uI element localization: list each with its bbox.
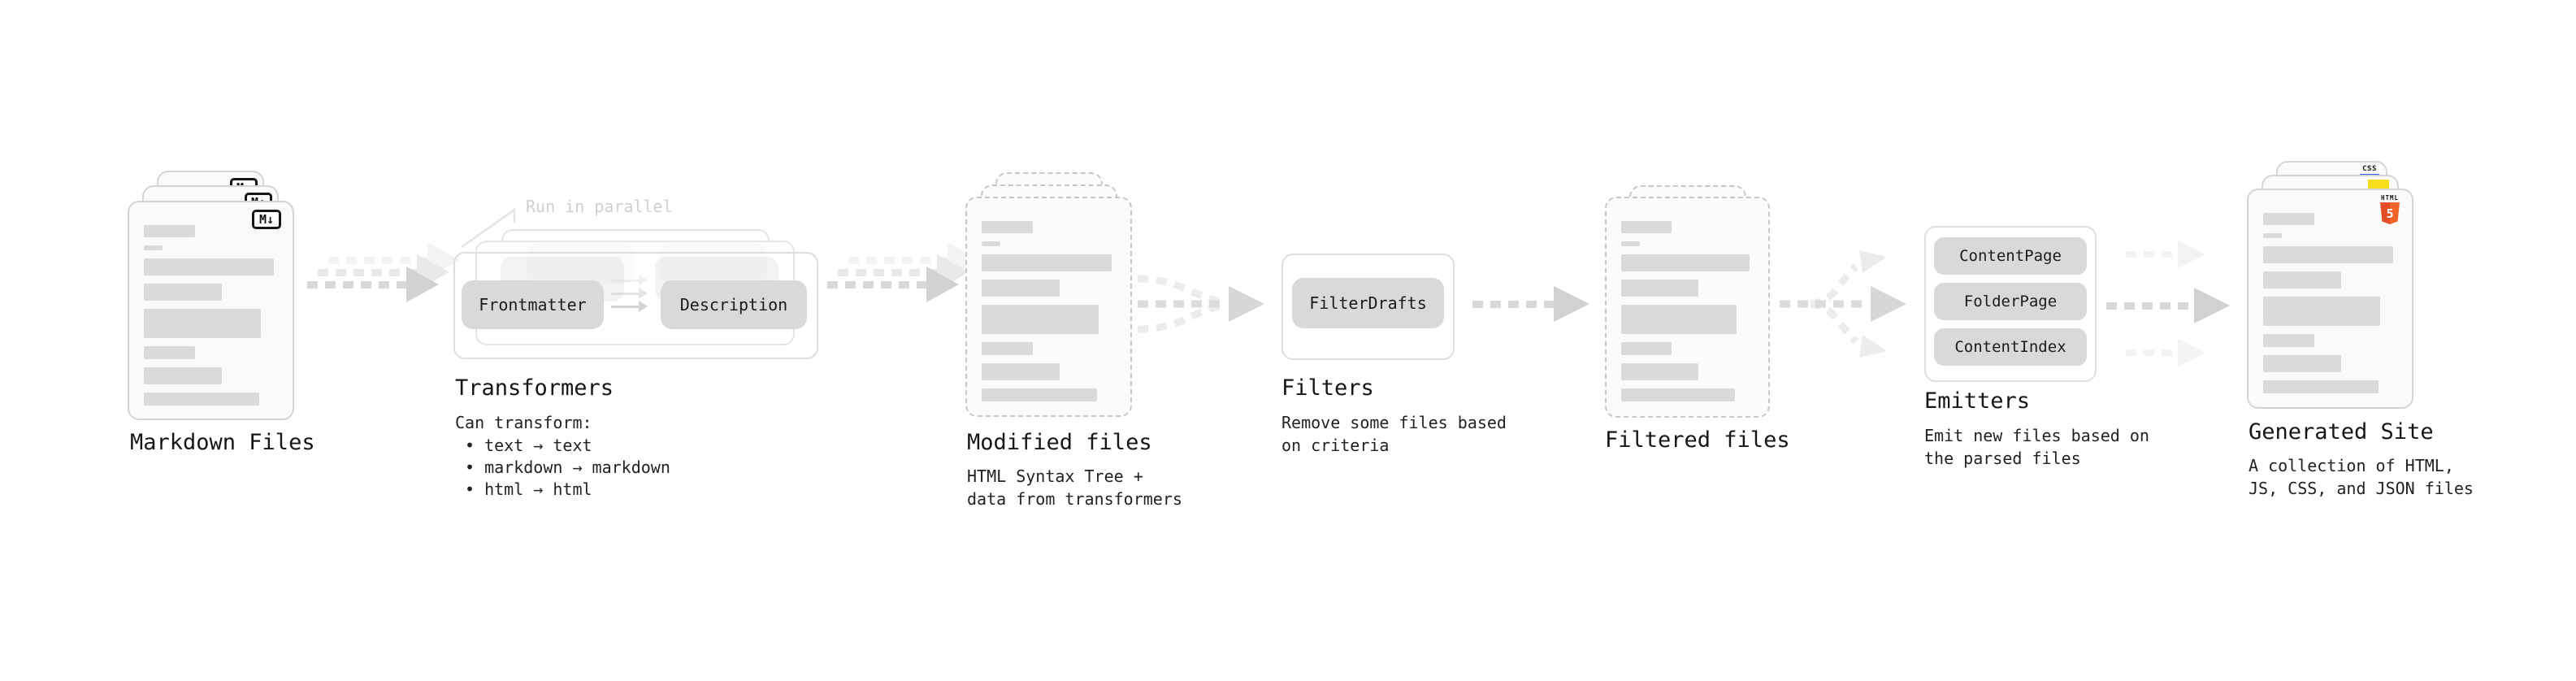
arrow-filters-to-filtered xyxy=(1472,286,1589,322)
content-bar xyxy=(982,241,1001,246)
content-bar xyxy=(1621,221,1672,233)
generated-sheet-html: HTML 5 xyxy=(2247,189,2413,409)
transformers-bullet: • html → html xyxy=(465,479,592,499)
content-bar xyxy=(1621,305,1737,334)
filters-desc: Remove some files based on criteria xyxy=(1281,413,1507,455)
content-bar xyxy=(2263,213,2314,225)
transformers-box-front xyxy=(453,252,818,359)
content-bar xyxy=(1621,388,1736,401)
transformers-bullet: • markdown → markdown xyxy=(465,458,670,477)
content-bar xyxy=(982,363,1060,380)
content-bar xyxy=(982,254,1112,271)
pill-arrow-icon xyxy=(611,275,648,286)
content-bar xyxy=(2263,297,2380,326)
frontmatter-pill: Frontmatter xyxy=(462,280,604,329)
run-in-parallel-note: Run in parallel xyxy=(526,197,673,216)
markdown-icon: M↓ xyxy=(252,210,281,229)
emitters-title: Emitters xyxy=(1924,388,2031,414)
html5-shield: 5 xyxy=(2380,202,2400,224)
content-bar xyxy=(144,393,259,406)
content-bar xyxy=(1621,342,1672,355)
html5-number: 5 xyxy=(2386,206,2394,221)
modified-files-desc: HTML Syntax Tree + data from transformer… xyxy=(967,466,1182,509)
html5-icon: HTML 5 xyxy=(2380,195,2400,224)
content-bar xyxy=(2263,233,2283,238)
content-bar xyxy=(144,367,222,384)
content-bar xyxy=(1621,241,1640,246)
pill-arrow-icon xyxy=(611,288,648,299)
css-badge-text: CSS xyxy=(2362,165,2377,173)
content-bar xyxy=(144,258,275,275)
content-bar xyxy=(2263,246,2394,263)
content-bar xyxy=(2263,334,2314,347)
filterdrafts-pill: FilterDrafts xyxy=(1292,278,1444,328)
transformers-bullet: • text → text xyxy=(465,436,592,455)
content-bar xyxy=(982,280,1060,297)
document-content-placeholder xyxy=(144,225,278,406)
filters-title: Filters xyxy=(1281,375,1374,401)
document-content-placeholder xyxy=(2263,213,2397,393)
content-bar xyxy=(1621,280,1698,297)
description-pill-ghost xyxy=(660,243,767,284)
run-in-parallel-leader-line xyxy=(461,207,516,249)
document-content-placeholder xyxy=(1621,221,1754,401)
content-bar xyxy=(144,225,195,237)
content-bar xyxy=(144,346,195,359)
contentpage-pill: ContentPage xyxy=(1934,237,2087,275)
filtered-file-sheet-front xyxy=(1605,197,1770,418)
emitters-desc: Emit new files based on the parsed files xyxy=(1924,426,2149,468)
content-bar xyxy=(982,305,1099,334)
content-bar xyxy=(144,284,222,301)
modified-files-label: Modified files xyxy=(967,430,1152,455)
arrow-modified-to-filters xyxy=(1137,275,1264,333)
document-content-placeholder xyxy=(982,221,1116,401)
pill-arrow-icon xyxy=(611,301,648,312)
content-bar xyxy=(2263,271,2341,288)
transformers-desc-title: Can transform: xyxy=(455,413,592,432)
content-bar xyxy=(982,342,1033,355)
content-bar xyxy=(144,245,163,250)
generated-site-desc: A collection of HTML, JS, CSS, and JSON … xyxy=(2249,456,2474,498)
generated-site-label: Generated Site xyxy=(2249,419,2434,445)
markdown-files-label: Markdown Files xyxy=(130,430,315,455)
contentindex-pill: ContentIndex xyxy=(1934,328,2087,366)
content-bar xyxy=(144,309,261,338)
description-pill: Description xyxy=(661,280,807,329)
filtered-files-label: Filtered files xyxy=(1605,427,1790,453)
folderpage-pill: FolderPage xyxy=(1934,283,2087,320)
html5-badge-text: HTML xyxy=(2380,194,2400,202)
modified-file-sheet-front xyxy=(965,197,1132,417)
transformers-title: Transformers xyxy=(455,375,614,401)
markdown-file-sheet-front: M↓ xyxy=(128,201,294,420)
content-bar xyxy=(1621,363,1698,380)
arrow-filtered-to-emitters xyxy=(1780,250,1906,358)
content-bar xyxy=(982,388,1097,401)
content-bar xyxy=(2263,380,2379,393)
content-bar xyxy=(982,221,1033,233)
content-bar xyxy=(2263,355,2341,372)
frontmatter-pill-ghost xyxy=(527,243,634,284)
content-bar xyxy=(1621,254,1750,271)
